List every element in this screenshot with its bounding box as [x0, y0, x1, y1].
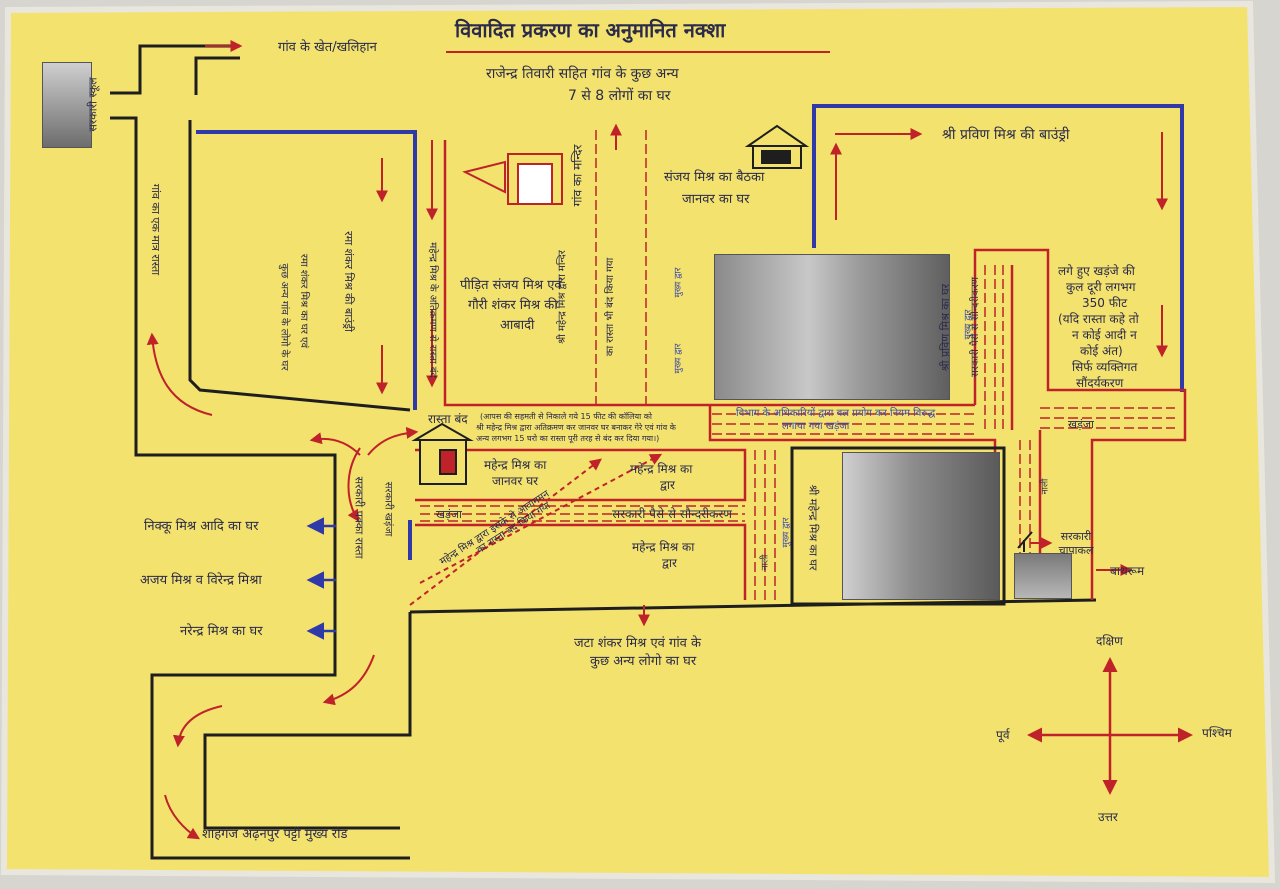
mahendra-house-photo	[842, 452, 1000, 600]
officials-label-1: विभाग के अधिकारियों द्वारा बल प्रयोग कर …	[736, 408, 936, 419]
officials-label-2: लगाया गया खड़ंजा	[782, 421, 850, 432]
temple-icon	[462, 153, 563, 205]
mahendra-animal-house-1: महेन्द्र मिश्र का	[484, 458, 547, 472]
sanjay-baithak-label-2: जानवर का घर	[682, 192, 750, 207]
school-label: सरकारी स्कूल	[86, 77, 100, 132]
temple-path-label-2: का रास्ता भी बंद किया गया	[605, 257, 617, 357]
barn-icon	[744, 124, 810, 169]
kharanja-label-right: खड़ंजा	[1068, 418, 1094, 431]
pravin-side-label-1: मुख्य द्वार	[673, 267, 684, 298]
compass-south: दक्षिण	[1096, 634, 1123, 648]
mahendra-door-bottom-1: महेन्द्र मिश्र का	[632, 540, 695, 554]
road-closed-note-1: (आपस की सहमती से निकाले गये 15 फीट की कॉ…	[480, 412, 652, 421]
blocked-route	[409, 453, 663, 606]
sanjay-baithak-label-1: संजय मिश्र का बैठका	[664, 170, 765, 185]
rajendra-label-1: राजेन्द्र तिवारी सहित गांव के कुछ अन्य	[486, 66, 679, 82]
pravin-house-photo	[714, 254, 950, 400]
red-arrows	[146, 40, 1168, 840]
handpump-label: सरकारी चापाकल	[1058, 530, 1094, 557]
page-title: विवादित प्रकरण का अनुमानित नक्शा	[455, 18, 726, 42]
rama-shankar-house-label: रमा शंकर मिश्र का घर एवं	[298, 253, 310, 349]
mahendra-door-top-2: द्वार	[660, 478, 675, 492]
main-road-label: शाहगंज अढ़नपुर पट्टी मुख्य रोड	[202, 827, 348, 842]
kharanja-length-2: कुल दूरी लगभग	[1066, 280, 1136, 294]
mahendra-door-top-1: महेन्द्र मिश्र का	[630, 462, 693, 476]
narendra-label: नरेन्द्र मिश्र का घर	[180, 624, 263, 639]
jata-shankar-2: कुछ अन्य लोगो का घर	[590, 654, 697, 669]
mahendra-animal-house-2: जानवर घर	[492, 474, 539, 488]
mahendra-main-door-label: मुख्य द्वार	[781, 517, 792, 548]
compass-rose	[1027, 657, 1193, 795]
pravin-side-label-2: मुख्य द्वार	[673, 343, 684, 374]
kharanja-length-7: सिर्फ व्यक्तिगत	[1072, 360, 1138, 374]
mahendra-door-bottom-2: द्वार	[662, 556, 677, 570]
govt-kharanja-label: सरकारी खड़ंजा	[382, 481, 394, 537]
ajay-label: अजय मिश्र व विरेन्द्र मिश्रा	[140, 573, 262, 588]
mahendra-house-box	[790, 446, 1006, 606]
victim-label-2: गौरी शंकर मिश्र की	[468, 298, 558, 313]
handpump-icon	[1017, 531, 1033, 552]
school-photo	[42, 62, 92, 148]
pravin-boundary-line	[812, 104, 1184, 392]
fields-label: गांव के खेत/खलिहान	[278, 40, 377, 55]
pravin-house-label: श्री प्रविण मिश्र का घर	[939, 283, 953, 372]
other-villagers-label: कुछ अन्य गांव के लोगो के घर	[278, 263, 290, 371]
kharanja-length-3: 350 फीट	[1082, 296, 1128, 310]
pravin-boundary-label: श्री प्रविण मिश्र की बाउंड्री	[942, 127, 1070, 143]
govt-beautification-label: सरकारी पैसे से सौन्दरीकरण	[612, 507, 732, 521]
govt-kharanja-vertical: सरकारी पैसे से सौन्दरीकरण	[969, 277, 981, 377]
blue-arrows	[306, 517, 336, 640]
rama-shankar-boundary-line	[196, 130, 417, 410]
temple-path-label: श्री महेन्द्र मिश्र द्वारा मन्दिर	[556, 250, 568, 344]
kharanja-dashes	[420, 130, 1175, 600]
nikku-label: निक्कू मिश्र आदि का घर	[144, 519, 259, 534]
rama-shankar-boundary-label: रमा शंकर मिश्र की बाउंड्री	[341, 231, 355, 332]
temple-label: गांव का मन्दिर	[570, 144, 585, 207]
village-road	[110, 44, 1097, 860]
animal-shed-icon	[411, 422, 474, 485]
victim-label-1: पीड़ित संजय मिश्र एवं	[460, 278, 562, 293]
road-closed-note-3: अन्य लगभग 15 घरो का रास्ता पूरी तरह से ब…	[476, 434, 660, 443]
bathroom-photo	[1014, 553, 1072, 599]
kharanja-label-left: खड़ंजा	[436, 508, 462, 521]
govt-pakka-road-label: सरकारी पक्का रास्ता	[352, 476, 366, 559]
kharanja-length-5: न कोई आदी न	[1072, 328, 1137, 342]
road-closed-note-2: श्री महेन्द्र मिश्र द्वारा अतिक्रमण कर ज…	[476, 423, 676, 432]
victim-label-3: आबादी	[500, 318, 535, 333]
road-closed-label: रास्ता बंद	[428, 412, 468, 426]
compass-north: उत्तर	[1098, 810, 1118, 824]
rajendra-label-2: 7 से 8 लोगों का घर	[568, 88, 671, 104]
mahendra-house-label: श्री महेन्द्र मिश्र का घर	[806, 484, 820, 571]
bathroom-label: बाथरूम	[1110, 564, 1145, 578]
compass-west: पश्चिम	[1202, 726, 1232, 740]
kharanja-length-1: लगे हुए खड़ंजे की	[1058, 264, 1135, 278]
village-road-label: गांव का एक मात्र रास्ता	[149, 183, 163, 276]
jata-shankar-1: जटा शंकर मिश्र एवं गांव के	[574, 636, 702, 651]
kharanja-length-4: (यदि रास्ता कहे तो	[1058, 312, 1139, 326]
kharanja-length-6: कोई अंत)	[1080, 344, 1123, 358]
nali-label-left: नाली	[760, 554, 771, 571]
mahendra-encroachment-label: महेन्द्र मिश्र के अतिक्रमण से रास्ता बंद	[426, 242, 438, 378]
compass-east: पूर्व	[996, 728, 1010, 742]
kharanja-length-8: सौंदर्यकरण	[1076, 376, 1124, 390]
nali-label-right: नाली	[1040, 478, 1051, 495]
